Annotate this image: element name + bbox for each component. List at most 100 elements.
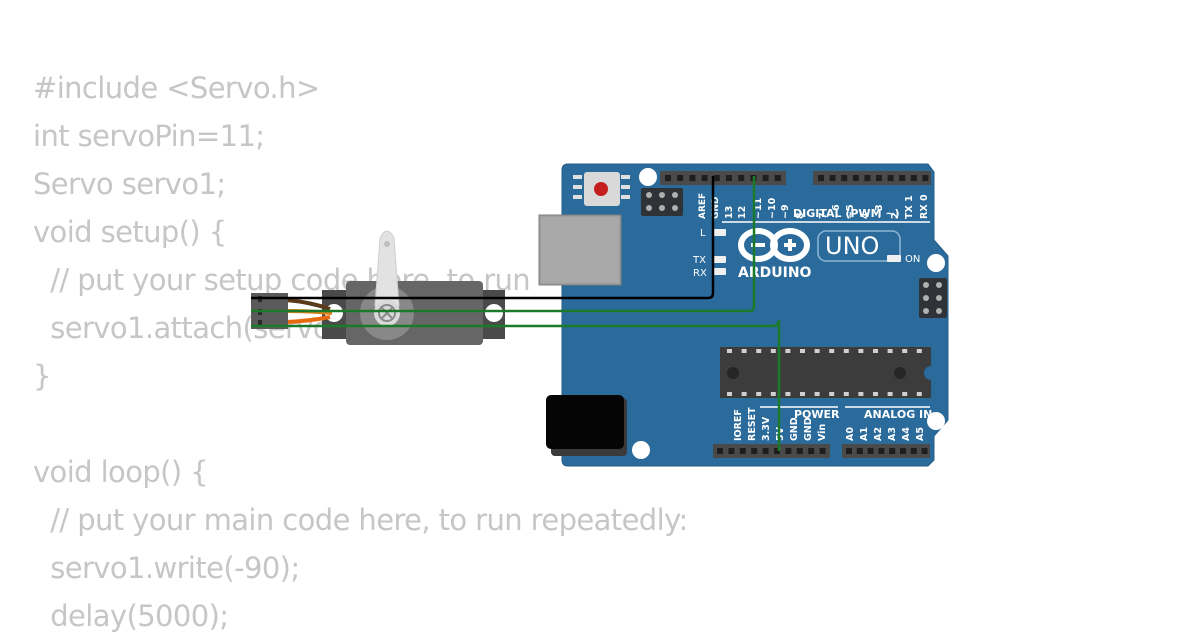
chip-pin	[873, 349, 878, 353]
chip-pin	[843, 392, 849, 396]
header-socket[interactable]	[864, 175, 871, 181]
chip-pin	[829, 392, 835, 396]
analog-label: ANALOG IN	[864, 408, 932, 421]
pin-label: 5V	[775, 426, 786, 441]
pin-label: Vin	[817, 424, 828, 441]
header-socket[interactable]	[762, 448, 769, 454]
signal-wire[interactable]	[251, 176, 756, 313]
chip-pin	[814, 392, 820, 396]
pin-label: A2	[873, 427, 884, 441]
chip-pin	[902, 392, 908, 396]
header-socket[interactable]	[717, 448, 723, 454]
chip-pin	[887, 392, 893, 396]
chip-pin	[902, 349, 908, 353]
pin-label: GND	[789, 417, 800, 441]
uno-badge	[817, 230, 901, 262]
header-socket[interactable]	[818, 175, 824, 181]
header-socket[interactable]	[922, 175, 929, 181]
header-socket[interactable]	[846, 448, 852, 454]
ground-wire[interactable]	[251, 176, 715, 300]
header-socket[interactable]	[665, 175, 671, 181]
header-socket[interactable]	[878, 448, 885, 454]
wires	[251, 176, 781, 451]
code-line: delay(5000);	[33, 599, 229, 633]
code-line: }	[33, 359, 51, 393]
pin-label: TX 1	[904, 195, 915, 219]
header-socket[interactable]	[728, 448, 735, 454]
header-socket[interactable]	[900, 448, 906, 454]
header-socket[interactable]	[738, 175, 745, 181]
aref-label: AREF	[698, 193, 708, 219]
mounting-hole	[927, 412, 945, 430]
header-socket[interactable]	[887, 175, 894, 181]
pin-label: RX 0	[919, 194, 930, 219]
header-socket[interactable]	[713, 175, 720, 181]
chip-pin	[727, 392, 732, 396]
usb-port	[538, 214, 622, 286]
chip-pin	[858, 349, 864, 353]
header-socket[interactable]	[876, 175, 882, 181]
power-analog-header	[713, 444, 930, 458]
header-socket[interactable]	[774, 448, 780, 454]
pin-label: A0	[845, 427, 856, 441]
header-socket[interactable]	[701, 175, 708, 181]
mounting-hole	[485, 304, 503, 322]
pin-label: GND	[803, 417, 814, 441]
header-socket[interactable]	[689, 175, 696, 181]
pin-label: 4	[860, 212, 871, 219]
code-line: #include <Servo.h>	[33, 71, 320, 105]
header-socket[interactable]	[762, 175, 769, 181]
chip-pin	[770, 392, 776, 396]
header-socket[interactable]	[808, 448, 815, 454]
chip-pin	[741, 392, 747, 396]
power-wire[interactable]	[251, 319, 781, 451]
header-socket[interactable]	[921, 448, 928, 454]
pin-label: A4	[901, 427, 912, 441]
header-socket[interactable]	[819, 448, 826, 454]
pin-label: ~5	[845, 204, 856, 219]
header-socket[interactable]	[677, 175, 684, 181]
on-led	[887, 255, 901, 262]
on-led-label: ON	[905, 254, 920, 265]
chip-pin	[887, 349, 893, 353]
tx-led-label: TX	[692, 255, 706, 266]
header-socket[interactable]	[899, 175, 906, 181]
header-socket[interactable]	[739, 448, 746, 454]
tx-led	[712, 256, 726, 263]
header-socket[interactable]	[867, 448, 874, 454]
uno-label: UNO	[825, 232, 879, 260]
pin-label: 8	[795, 212, 806, 219]
chip-pin	[756, 392, 762, 396]
header-socket[interactable]	[889, 448, 896, 454]
header-socket[interactable]	[910, 448, 917, 454]
header-socket[interactable]	[726, 175, 732, 181]
header-socket[interactable]	[910, 175, 917, 181]
chip-pin	[800, 349, 805, 353]
reset-button[interactable]	[573, 172, 630, 206]
header-socket[interactable]	[856, 448, 863, 454]
chip-pin	[800, 392, 805, 396]
chip-pin	[858, 392, 864, 396]
pin-label: ~11	[753, 198, 764, 219]
servo-motor[interactable]	[251, 230, 505, 345]
header-socket[interactable]	[796, 448, 803, 454]
header-socket[interactable]	[751, 448, 758, 454]
l-led-label: L	[700, 228, 706, 239]
chip-pin	[756, 349, 762, 353]
pin-label: 12	[737, 206, 748, 219]
header-socket[interactable]	[785, 448, 792, 454]
header-socket[interactable]	[774, 175, 781, 181]
pin-label: A5	[915, 427, 926, 441]
header-socket[interactable]	[841, 175, 848, 181]
code-line: void setup() {	[33, 215, 227, 249]
mounting-hole	[927, 254, 945, 272]
pin-label: 13	[724, 206, 735, 219]
rx-led-label: RX	[693, 268, 707, 279]
chip-pin	[785, 349, 791, 353]
header-socket[interactable]	[852, 175, 859, 181]
header-socket[interactable]	[829, 175, 836, 181]
code-line: // put your setup code here, to run	[33, 263, 531, 297]
